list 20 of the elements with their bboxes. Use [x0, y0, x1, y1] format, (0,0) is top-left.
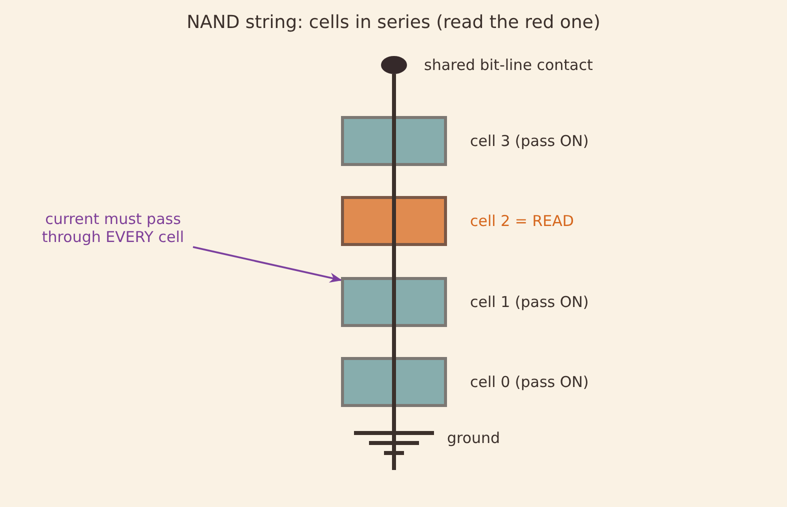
contact-label: shared bit-line contact [424, 56, 593, 74]
cell-label: cell 3 (pass ON) [470, 132, 589, 150]
bit-line-wire [392, 166, 396, 196]
bit-line-wire [392, 327, 396, 357]
memory-cell [341, 116, 447, 166]
bit-line-wire [392, 246, 396, 277]
ground-symbol [354, 431, 434, 470]
cell-label: cell 2 = READ [470, 212, 574, 230]
memory-cell [341, 357, 447, 407]
contact-dot [381, 56, 407, 74]
bit-line-wire [392, 74, 396, 116]
diagram-title: NAND string: cells in series (read the red one) [186, 11, 602, 35]
memory-cell [341, 196, 447, 246]
bit-line-wire [392, 407, 396, 431]
cell-label: cell 0 (pass ON) [470, 373, 589, 391]
cell-label: cell 1 (pass ON) [470, 293, 589, 311]
leader-arrow [192, 246, 342, 283]
annotation-text: current must pass through EVERY cell [30, 210, 196, 246]
memory-cell [341, 277, 447, 327]
ground-label: ground [447, 429, 500, 447]
